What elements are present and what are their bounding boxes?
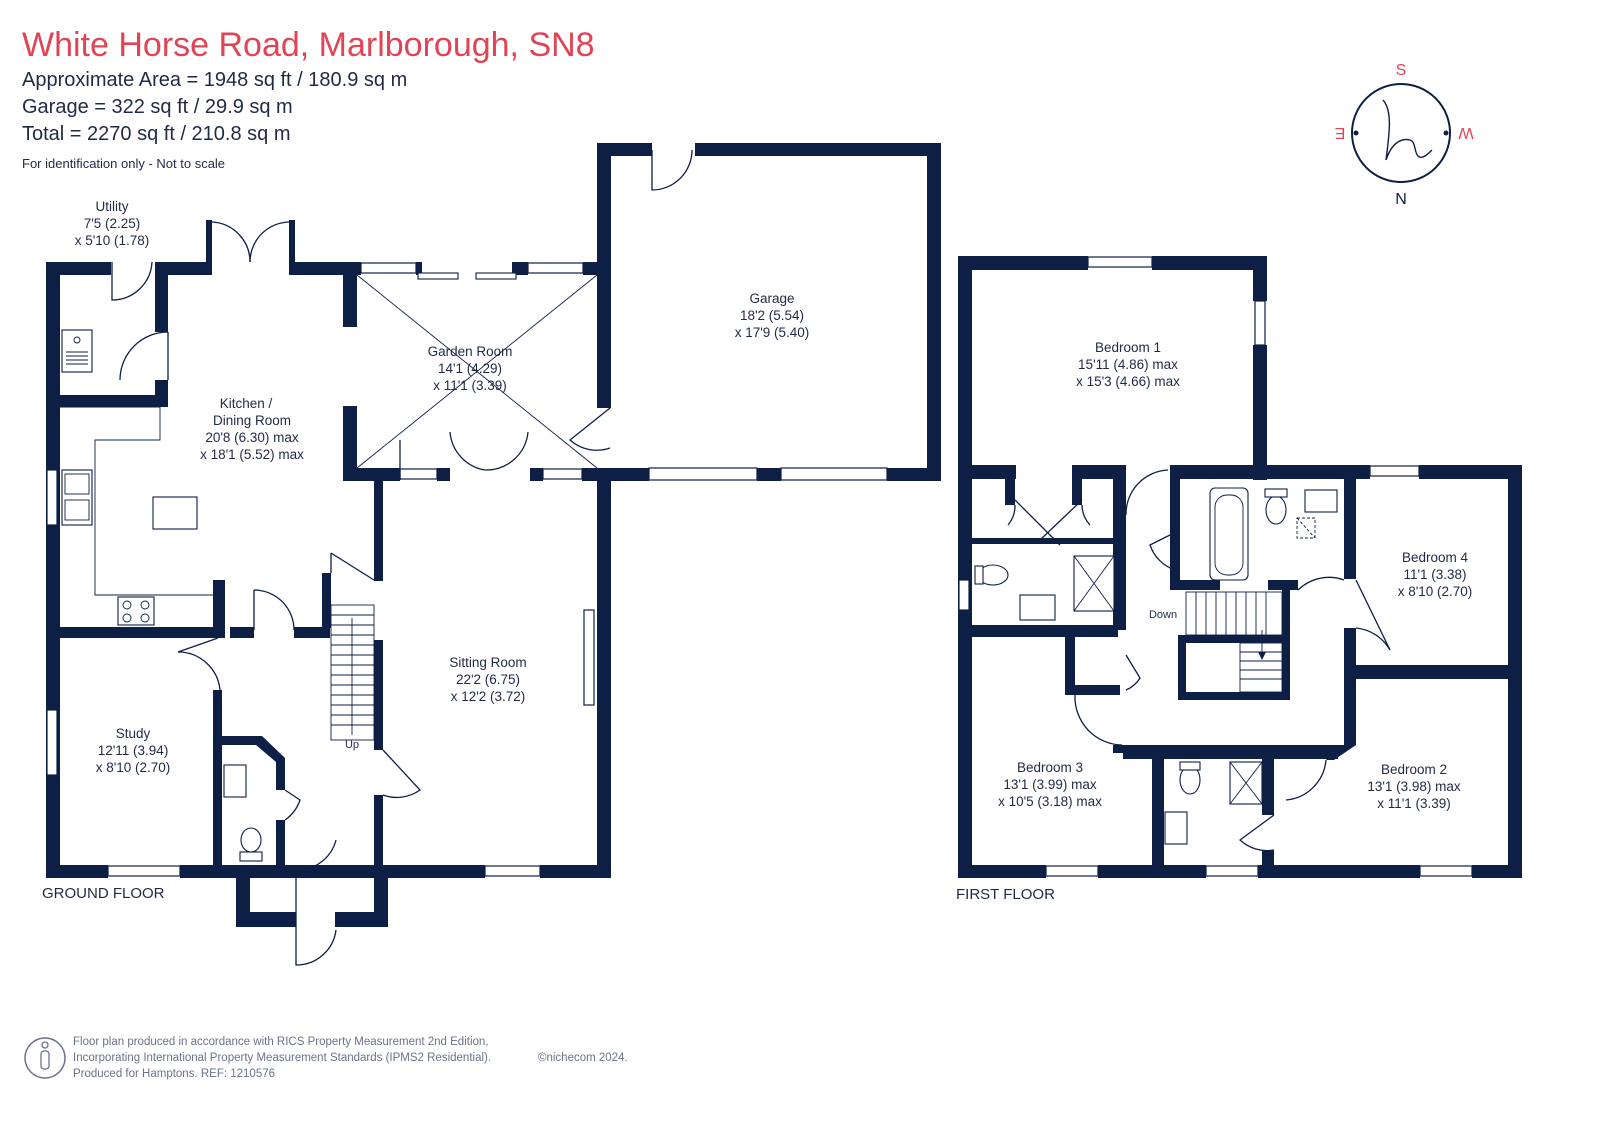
svg-text:13'1 (3.98) max: 13'1 (3.98) max [1367, 779, 1461, 794]
compass-ring-icon [1351, 83, 1451, 183]
area-line: Approximate Area = 1948 sq ft / 180.9 sq… [22, 69, 407, 91]
compass-bottom: N [1395, 191, 1407, 208]
svg-text:x 10'5 (3.18) max: x 10'5 (3.18) max [998, 794, 1102, 809]
svg-text:Bedroom 2: Bedroom 2 [1381, 762, 1447, 777]
footer-line-1: Floor plan produced in accordance with R… [73, 1036, 489, 1048]
svg-text:x 5'10 (1.78): x 5'10 (1.78) [75, 233, 150, 248]
first-floor-doors [1007, 469, 1391, 852]
svg-text:Kitchen /: Kitchen / [220, 396, 273, 411]
ground-floor-fixtures [60, 272, 598, 862]
kitchen-sink-icon [61, 469, 93, 526]
svg-text:Sitting Room: Sitting Room [449, 655, 526, 670]
svg-text:Bedroom 1: Bedroom 1 [1095, 340, 1161, 355]
ground-floor-windows [46, 262, 888, 877]
stairs-up [331, 614, 374, 735]
room-label-garage: Garage 18'2 (5.54) x 17'9 (5.40) [735, 291, 810, 340]
footer-line-2: Incorporating International Property Mea… [73, 1052, 491, 1064]
utility-sink-icon [61, 329, 93, 373]
kitchen-island [152, 496, 198, 530]
svg-text:Study: Study [116, 726, 151, 741]
shower-room-basin-icon [1164, 811, 1188, 845]
svg-text:20'8 (6.30) max: 20'8 (6.30) max [205, 430, 299, 445]
compass-left: E [1335, 124, 1346, 141]
svg-text:14'1 (4.29): 14'1 (4.29) [438, 361, 502, 376]
svg-text:Dining Room: Dining Room [213, 413, 291, 428]
svg-text:x 17'9 (5.40): x 17'9 (5.40) [735, 325, 810, 340]
svg-text:7'5 (2.25): 7'5 (2.25) [84, 216, 141, 231]
garage-area-line: Garage = 322 sq ft / 29.9 sq m [22, 96, 293, 118]
compass-right: W [1458, 124, 1474, 141]
bathroom-toilet-icon [1265, 495, 1287, 525]
footer-copyright: ©nichecom 2024. [538, 1052, 628, 1064]
room-label-study: Study 12'11 (3.94) x 8'10 (2.70) [96, 726, 171, 775]
svg-text:Bedroom 4: Bedroom 4 [1402, 550, 1469, 565]
hob-icon [117, 596, 155, 626]
room-label-bedroom4: Bedroom 4 11'1 (3.38) x 8'10 (2.70) [1398, 550, 1473, 599]
ground-floor-walls [46, 143, 941, 927]
first-floor-fixtures [974, 487, 1338, 845]
svg-text:x 8'10 (2.70): x 8'10 (2.70) [96, 760, 171, 775]
svg-text:x 8'10 (2.70): x 8'10 (2.70) [1398, 584, 1473, 599]
first-floor-windows [958, 256, 1473, 877]
svg-text:x 18'1 (5.52) max: x 18'1 (5.52) max [200, 447, 304, 462]
svg-text:22'2 (6.75): 22'2 (6.75) [456, 672, 520, 687]
stair-up-label: Up [345, 739, 359, 751]
svg-text:x 12'2 (3.72): x 12'2 (3.72) [451, 689, 526, 704]
svg-text:x 11'1 (3.39): x 11'1 (3.39) [1377, 796, 1451, 811]
ground-floor-doors [111, 149, 693, 966]
scale-note: For identification only - Not to scale [22, 156, 225, 171]
cloakroom-basin-icon [223, 764, 247, 798]
room-label-utility: Utility 7'5 (2.25) x 5'10 (1.78) [75, 199, 150, 248]
room-label-bedroom1: Bedroom 1 15'11 (4.86) max x 15'3 (4.66)… [1076, 340, 1180, 389]
logo-h-icon [1382, 99, 1433, 161]
svg-text:Garage: Garage [749, 291, 794, 306]
ipms-badge-icon [24, 1037, 66, 1079]
cloakroom-toilet-icon [240, 827, 262, 853]
svg-text:11'1 (3.38): 11'1 (3.38) [1403, 567, 1466, 582]
svg-text:18'2 (5.54): 18'2 (5.54) [740, 308, 804, 323]
svg-text:x 11'1 (3.39): x 11'1 (3.39) [433, 378, 507, 393]
footer: Floor plan produced in accordance with R… [24, 1036, 628, 1080]
svg-text:12'11 (3.94): 12'11 (3.94) [98, 743, 169, 758]
page-title: White Horse Road, Marlborough, SN8 [22, 26, 595, 64]
ground-floor-label: GROUND FLOOR [42, 885, 165, 902]
footer-line-3: Produced for Hamptons. REF: 1210576 [73, 1068, 275, 1080]
room-label-garden-room: Garden Room 14'1 (4.29) x 11'1 (3.39) [428, 344, 513, 393]
compass: S N E W [1335, 62, 1474, 208]
stair-down-label: Down [1149, 609, 1177, 621]
ensuite-basin-icon [1019, 594, 1056, 621]
svg-text:x 15'3 (4.66) max: x 15'3 (4.66) max [1076, 374, 1180, 389]
room-label-bedroom2: Bedroom 2 13'1 (3.98) max x 11'1 (3.39) [1367, 762, 1461, 811]
svg-text:Utility: Utility [96, 199, 129, 214]
svg-text:Garden Room: Garden Room [428, 344, 513, 359]
compass-top: S [1396, 62, 1407, 79]
room-label-sitting-room: Sitting Room 22'2 (6.75) x 12'2 (3.72) [449, 655, 526, 704]
total-area-line: Total = 2270 sq ft / 210.8 sq m [22, 123, 291, 145]
stairs-down [1185, 591, 1283, 693]
svg-text:Bedroom 3: Bedroom 3 [1017, 760, 1083, 775]
svg-text:15'11 (4.86) max: 15'11 (4.86) max [1078, 357, 1178, 372]
room-label-kitchen: Kitchen / Dining Room 20'8 (6.30) max x … [200, 396, 304, 462]
bath-icon [1209, 487, 1249, 581]
svg-text:13'1 (3.99) max: 13'1 (3.99) max [1003, 777, 1097, 792]
first-floor-label: FIRST FLOOR [956, 886, 1055, 903]
room-label-bedroom3: Bedroom 3 13'1 (3.99) max x 10'5 (3.18) … [998, 760, 1102, 809]
first-floor-walls [958, 256, 1522, 878]
bathroom-basin-icon [1304, 489, 1338, 513]
